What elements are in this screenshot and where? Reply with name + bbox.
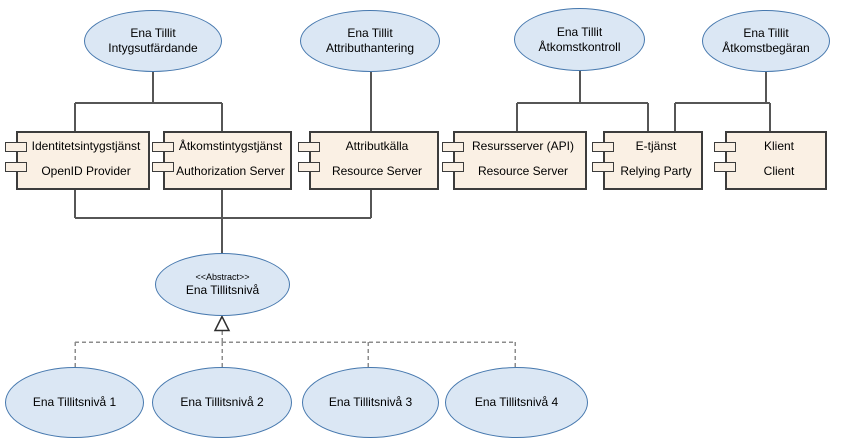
level-label: Ena Tillitsnivå 4 (474, 395, 559, 409)
abstract-label: Ena Tillitsnivå (185, 282, 260, 297)
usecase-label-line2: Intygsutfärdande (108, 41, 198, 55)
usecase-ena-tillitsniva-3: Ena Tillitsnivå 3 (302, 367, 439, 438)
component-icon-tab (298, 142, 320, 152)
component-klient: Klient Client (714, 131, 827, 190)
edge-atkomstkontroll-branch (516, 71, 649, 131)
component-label-line2: Resource Server (331, 164, 423, 178)
component-icon-tab (152, 162, 174, 172)
usecase-label-line2: Åtkomstbegäran (722, 41, 810, 55)
usecase-ena-tillitsniva-2: Ena Tillitsnivå 2 (152, 367, 292, 438)
usecase-label-line1: Ena Tillit (347, 26, 393, 40)
component-atkomstintygstjanst: Åtkomstintygstjänst Authorization Server (152, 131, 292, 190)
usecase-ena-tillit-atkomstbegaran: Ena Tillit Åtkomstbegäran (702, 10, 830, 72)
component-icon-tab (442, 162, 464, 172)
component-label-line2: Authorization Server (176, 164, 285, 178)
component-resursserver-api: Resursserver (API) Resource Server (442, 131, 587, 190)
usecase-abstract-ena-tillitsniva: <<Abstract>> Ena Tillitsnivå (155, 253, 290, 316)
usecase-ena-tillit-atkomstkontroll: Ena Tillit Åtkomstkontroll (514, 8, 645, 71)
edge-atkomstbegaran-branch (674, 72, 771, 131)
edge-intygsutfardande-branch (74, 72, 223, 131)
usecase-label-line2: Attributhantering (325, 41, 415, 55)
component-label-line1: Klient (763, 139, 795, 153)
usecase-ena-tillitsniva-1: Ena Tillitsnivå 1 (5, 367, 144, 438)
component-label-line2: OpenID Provider (41, 164, 131, 178)
component-icon-tab (714, 142, 736, 152)
component-label-line2: Relying Party (620, 164, 692, 178)
component-icon-tab (152, 142, 174, 152)
usecase-label-line1: Ena Tillit (130, 26, 176, 40)
component-icon-tab (714, 162, 736, 172)
component-label-line1: Attributkälla (345, 139, 409, 153)
component-icon-tab (5, 142, 27, 152)
component-label-line1: Åtkomstintygstjänst (178, 139, 283, 153)
component-icon-tab (298, 162, 320, 172)
component-icon-tab (442, 142, 464, 152)
component-identitetsintygstjanst: Identitetsintygstjänst OpenID Provider (5, 131, 150, 190)
level-label: Ena Tillitsnivå 1 (32, 395, 117, 409)
component-label-line1: E-tjänst (635, 139, 677, 153)
usecase-ena-tillit-attributhantering: Ena Tillit Attributhantering (300, 10, 440, 72)
level-label: Ena Tillitsnivå 2 (180, 395, 264, 409)
component-icon-tab (5, 162, 27, 172)
usecase-label-line2: Åtkomstkontroll (538, 39, 621, 54)
usecase-ena-tillitsniva-4: Ena Tillitsnivå 4 (445, 367, 588, 438)
usecase-label-line1: Ena Tillit (743, 26, 789, 40)
generalization-arrowhead (213, 314, 231, 332)
component-label-line1: Resursserver (API) (471, 139, 575, 153)
component-label-line2: Client (763, 164, 795, 178)
component-icon-tab (592, 162, 614, 172)
usecase-label-line1: Ena Tillit (556, 24, 603, 39)
stereotype-label: <<Abstract>> (195, 271, 250, 282)
usecase-ena-tillit-intygsutfardande: Ena Tillit Intygsutfärdande (84, 10, 222, 72)
edge-components-to-abstract (74, 190, 372, 253)
component-e-tjanst: E-tjänst Relying Party (592, 131, 703, 190)
component-icon-tab (592, 142, 614, 152)
level-label: Ena Tillitsnivå 3 (328, 395, 413, 409)
edge-generalization-dashed (74, 331, 516, 367)
component-label-line2: Resource Server (477, 164, 569, 178)
component-label-line1: Identitetsintygstjänst (31, 139, 141, 153)
component-attributkalla: Attributkälla Resource Server (298, 131, 439, 190)
